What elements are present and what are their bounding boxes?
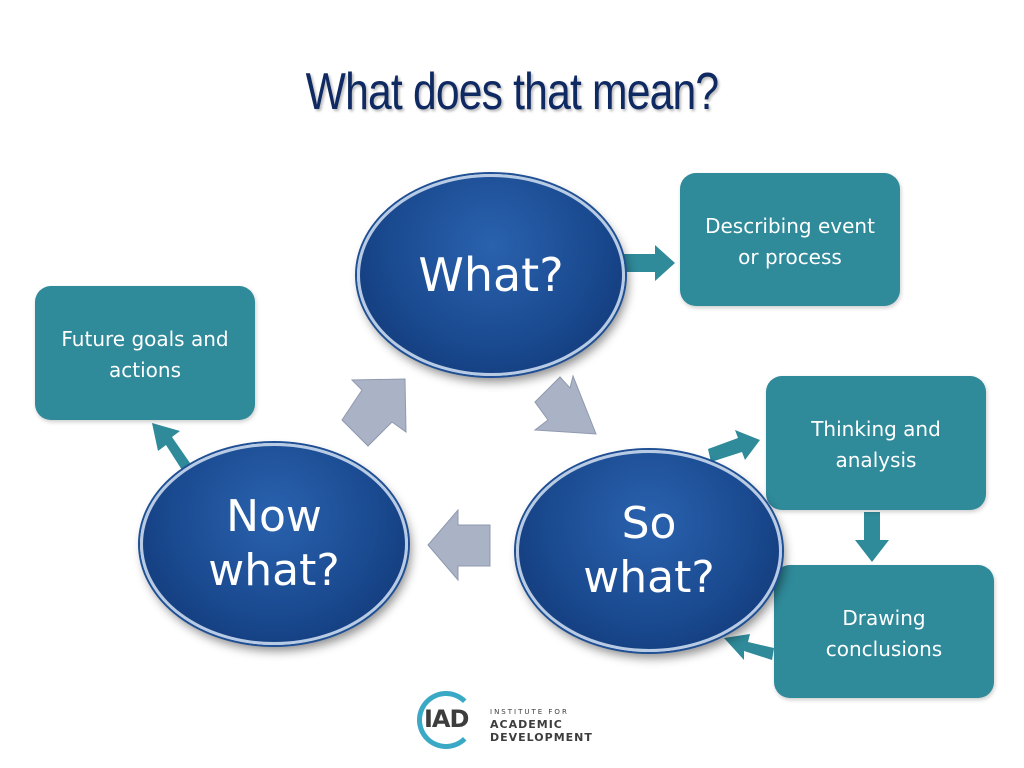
- describing-box: Describing event or process: [680, 173, 900, 306]
- so-what-circle: So what?: [516, 450, 782, 652]
- cycle-arrow-so-to-now: [427, 508, 491, 582]
- describing-line-2: or process: [738, 245, 842, 269]
- thinking-line-1: Thinking and: [811, 417, 941, 441]
- now-what-line-1: Now: [226, 491, 322, 543]
- arrow-what-to-describing: [624, 245, 675, 281]
- what-circle: What?: [357, 174, 625, 376]
- describing-line-1: Describing event: [705, 214, 875, 238]
- so-what-line-1: So: [621, 498, 677, 550]
- logo-ring-icon: [417, 691, 475, 749]
- future-box: Future goals and actions: [35, 286, 255, 420]
- drawing-line-1: Drawing: [842, 606, 926, 630]
- logo-abbreviation: IAD: [424, 705, 469, 733]
- cycle-arrow-now-to-what: [341, 378, 407, 447]
- arrow-now-to-future: [152, 423, 190, 470]
- now-what-line-2: what?: [208, 545, 340, 596]
- what-circle-label: What?: [418, 247, 564, 302]
- now-what-circle: Now what?: [140, 443, 408, 645]
- future-line-2: actions: [109, 358, 181, 382]
- cycle-arrow-what-to-so: [533, 374, 597, 435]
- arrow-so-to-thinking: [708, 430, 760, 462]
- future-line-1: Future goals and: [61, 327, 229, 351]
- logo-line-2: ACADEMIC: [490, 718, 563, 731]
- arrow-thinking-to-drawing: [855, 512, 889, 562]
- arrow-drawing-to-so: [724, 634, 774, 660]
- so-what-line-2: what?: [583, 552, 715, 603]
- drawing-box: Drawing conclusions: [774, 565, 994, 698]
- thinking-box: Thinking and analysis: [766, 376, 986, 510]
- slide-title: What does that mean?: [305, 63, 719, 121]
- iad-logo: IAD INSTITUTE FOR ACADEMIC DEVELOPMENT: [417, 691, 607, 761]
- logo-line-3: DEVELOPMENT: [490, 731, 593, 744]
- drawing-line-2: conclusions: [825, 637, 943, 661]
- logo-line-1: INSTITUTE FOR: [490, 708, 569, 716]
- thinking-line-2: analysis: [835, 448, 917, 472]
